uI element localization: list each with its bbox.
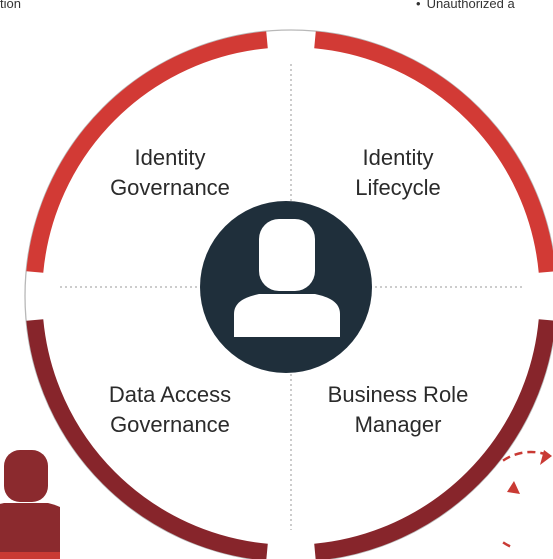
outer-circle — [24, 29, 553, 559]
top-left-text-fragment: tion — [0, 0, 21, 11]
label-line-1: Identity — [362, 145, 434, 170]
user-silhouette-icon — [0, 450, 60, 559]
bullet-icon: • — [416, 0, 421, 11]
refresh-arrows-icon — [500, 450, 552, 550]
quadrant-label-identity-governance: Identity Governance — [85, 143, 255, 203]
quadrant-label-business-role-manager: Business Role Manager — [313, 380, 483, 440]
ring-segment-top-right — [314, 31, 553, 273]
label-line-2: Governance — [110, 175, 230, 200]
label-line-2: Manager — [354, 412, 442, 437]
top-right-text-fragment: Unauthorized a — [426, 0, 515, 11]
quadrant-label-identity-lifecycle: Identity Lifecycle — [313, 143, 483, 203]
label-line-2: Governance — [110, 412, 230, 437]
label-line-2: Lifecycle — [355, 175, 441, 200]
ring-segment-top-left — [26, 31, 268, 273]
label-line-1: Business Role — [327, 382, 469, 407]
top-right-bullet-item: • Unauthorized a — [416, 0, 515, 11]
ring-segment-bottom-right — [314, 319, 553, 559]
label-line-1: Identity — [134, 145, 206, 170]
ring-segment-bottom-left — [26, 319, 268, 559]
quadrant-label-data-access-governance: Data Access Governance — [85, 380, 255, 440]
label-line-1: Data Access — [108, 382, 232, 407]
user-silhouette-icon — [234, 219, 340, 337]
